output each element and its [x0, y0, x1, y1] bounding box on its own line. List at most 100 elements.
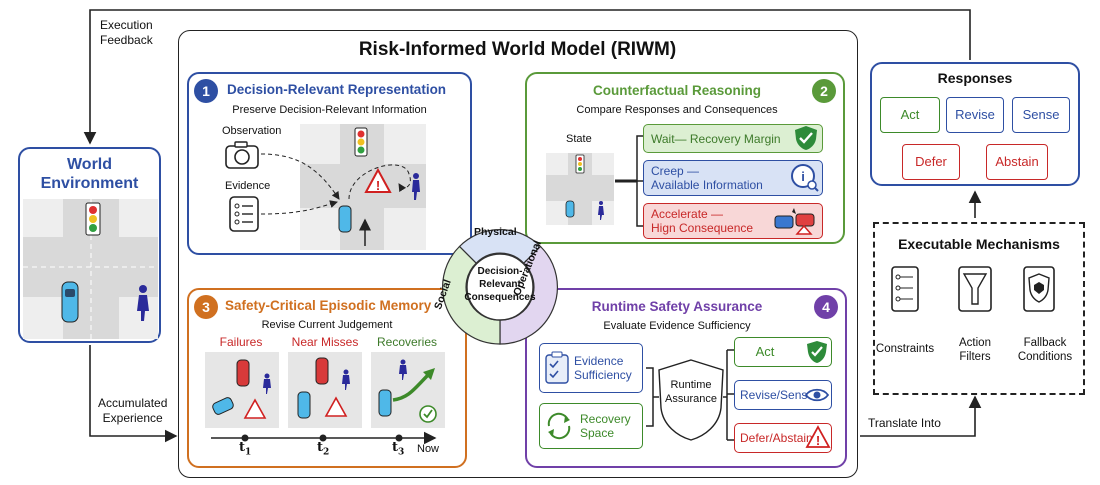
mechanism-action-filters-label: Action Filters — [959, 337, 991, 363]
output-act-label: Act — [755, 344, 775, 359]
warning-icon: ! — [364, 167, 392, 193]
option-creep-label: Creep — Available Information — [651, 164, 763, 192]
panel-decision-relevant-representation: 1 Decision-Relevant Representation Prese… — [187, 72, 472, 255]
pedestrian-icon — [598, 201, 604, 220]
option-accelerate-label: Accelerate — Hign Consequence — [651, 207, 754, 235]
response-sense: Sense — [1012, 97, 1070, 133]
option-creep: Creep — Available Information — [643, 160, 823, 196]
timeline-axis — [211, 431, 437, 445]
intersection-scene — [23, 199, 158, 339]
car-icon — [297, 391, 311, 419]
option-wait: Wait— Recovery Margin — [643, 124, 823, 153]
panel2-title: Counterfactual Reasoning — [592, 83, 762, 98]
response-defer: Defer — [902, 144, 960, 180]
car-icon — [236, 359, 250, 387]
panel-runtime-safety-assurance: 4 Runtime Safety Assurance Evaluate Evid… — [525, 288, 847, 468]
recovery-space-box: Recovery Space — [539, 403, 643, 449]
consequence-ring — [442, 229, 558, 345]
category-failures: Failures — [219, 335, 263, 349]
panel4-title: Runtime Safety Assurance — [591, 299, 763, 314]
car-icon — [61, 281, 79, 323]
panel1-title: Decision-Relevant Representation — [227, 82, 447, 97]
warning-icon — [243, 398, 267, 419]
observation-label: Observation — [222, 125, 282, 137]
accumulated-experience-label: Accumulated Experience — [98, 396, 168, 425]
responses-title: Responses — [937, 70, 1013, 86]
memory-scene-recovery — [371, 352, 445, 428]
panel4-subtitle: Evaluate Evidence Sufficiency — [603, 320, 751, 332]
panel1-subtitle: Preserve Decision-Relevant Information — [232, 104, 427, 116]
pedestrian-icon — [342, 369, 350, 390]
svg-text:!: ! — [816, 433, 820, 448]
car-icon — [565, 200, 575, 218]
checklist-icon — [229, 196, 259, 232]
state-scene — [546, 153, 614, 225]
recovery-cycle-icon — [547, 412, 571, 440]
execution-feedback-label: Execution Feedback — [100, 18, 153, 47]
car-icon — [338, 205, 352, 233]
recovery-space-label: Recovery Space — [580, 412, 631, 440]
evidence-sufficiency-label: Evidence Sufficiency — [574, 354, 632, 382]
panel3-title: Safety-Critical Episodic Memory — [225, 298, 432, 313]
collision-icon — [774, 208, 815, 235]
assurance-bracket — [646, 349, 734, 441]
svg-text:!: ! — [376, 178, 380, 193]
mechanisms-title: Executable Mechanisms — [898, 236, 1060, 252]
info-search-icon: i — [791, 164, 819, 192]
shield-check-icon — [795, 126, 817, 150]
timeline-t3: t3 — [392, 440, 405, 458]
check-circle-icon — [419, 405, 437, 423]
mechanism-constraints-label: Constraints — [875, 343, 935, 355]
panel-safety-critical-episodic-memory: 3 Safety-Critical Episodic Memory Revise… — [187, 288, 467, 468]
runtime-assurance-label: Runtime Assurance — [665, 379, 717, 405]
memory-scene-near-miss — [288, 352, 362, 428]
car-icon — [315, 357, 329, 385]
translate-into-label: Translate Into — [868, 416, 941, 430]
car-icon — [378, 389, 392, 417]
information-flow-arrows — [260, 153, 411, 215]
response-act: Act — [880, 97, 940, 133]
pedestrian-icon — [399, 359, 407, 380]
panel4-number: 4 — [814, 295, 838, 319]
panel1-number: 1 — [194, 79, 218, 103]
ring-operational — [499, 245, 558, 345]
category-recoveries: Recoveries — [376, 335, 438, 349]
output-revise-sense-label: Revise/Sense — [740, 388, 815, 402]
state-label: State — [566, 133, 592, 145]
pedestrian-icon — [137, 285, 149, 321]
timeline-t2: t2 — [317, 440, 330, 458]
timeline-now: Now — [417, 443, 440, 455]
world-environment-title: World Environment — [40, 156, 139, 192]
evidence-sufficiency-box: Evidence Sufficiency — [539, 343, 643, 393]
traffic-light-icon — [85, 202, 101, 236]
ring-physical-label: Physical — [474, 226, 517, 238]
option-wait-label: Wait— Recovery Margin — [651, 132, 781, 146]
category-near-misses: Near Misses — [291, 335, 359, 349]
car-icon — [212, 397, 234, 415]
executable-mechanisms-box: Executable Mechanisms Constraints Action… — [873, 222, 1085, 395]
svg-text:i: i — [801, 169, 805, 184]
fallback-shield-icon — [1023, 266, 1055, 312]
responses-box: Responses Act Revise Sense Defer Abstain — [870, 62, 1080, 186]
panel3-subtitle: Revise Current Judgement — [261, 319, 393, 331]
output-defer-abstain-label: Defer/Abstain — [740, 431, 813, 445]
shield-outline-icon — [658, 359, 724, 441]
traffic-light-icon — [575, 154, 585, 174]
panel2-subtitle: Compare Responses and Consequences — [576, 104, 778, 116]
center-label: Decision- Relevant Consequences — [464, 266, 536, 303]
warning-icon: ! — [805, 425, 831, 448]
panel2-number: 2 — [812, 79, 836, 103]
constraints-icon — [891, 266, 919, 312]
riwm-title: Risk-Informed World Model (RIWM) — [358, 39, 677, 60]
camera-icon — [225, 141, 259, 169]
timeline-t1: t1 — [239, 440, 252, 458]
traffic-light-icon — [354, 127, 368, 157]
world-environment-box: World Environment — [18, 147, 161, 343]
shield-check-icon — [807, 341, 827, 363]
pedestrian-icon — [263, 373, 271, 394]
pedestrian-icon — [412, 173, 420, 200]
response-revise: Revise — [946, 97, 1004, 133]
option-bracket — [615, 135, 643, 227]
panel3-number: 3 — [194, 295, 218, 319]
